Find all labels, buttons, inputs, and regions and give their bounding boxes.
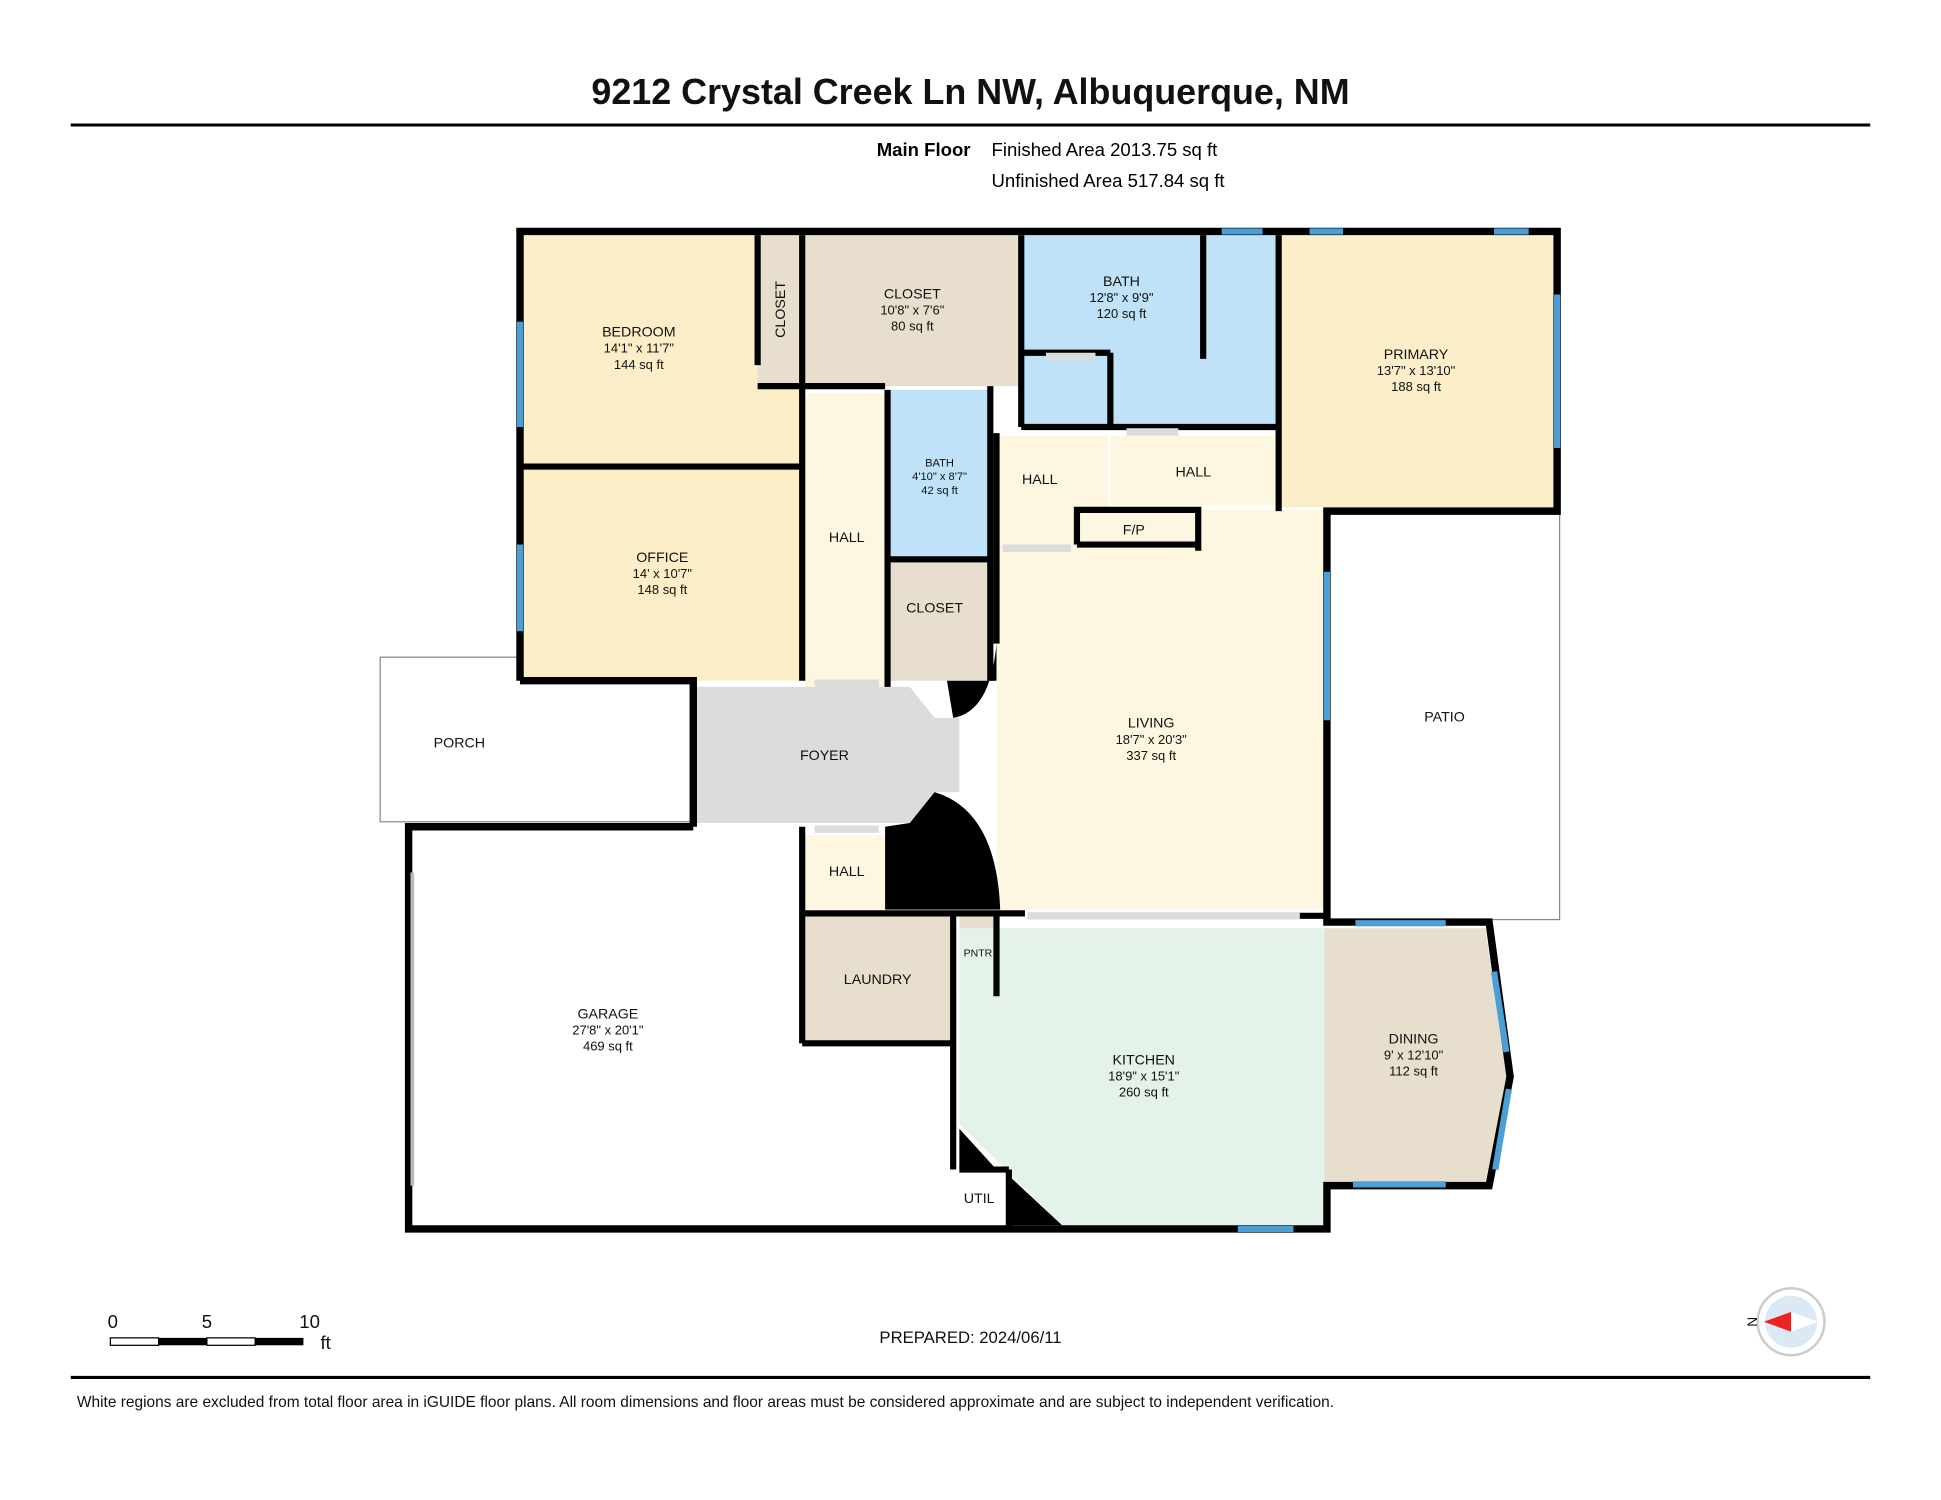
room-kitchen [959,928,1325,1226]
svg-text:27'8" x 20'1": 27'8" x 20'1" [572,1023,644,1038]
label-util: UTIL [964,1191,995,1207]
svg-text:12'8" x 9'9": 12'8" x 9'9" [1089,290,1153,305]
svg-text:9' x 12'10": 9' x 12'10" [1384,1047,1444,1062]
wall-mass [946,643,997,718]
svg-text:10: 10 [299,1311,320,1332]
room-closet-2 [888,563,991,681]
label-porch: PORCH [434,736,485,752]
label-bath-small: BATH 4'10" x 8'7" 42 sq ft [912,458,967,497]
windows [410,228,1561,1233]
label-bath-primary: BATH 12'8" x 9'9" 120 sq ft [1089,274,1153,321]
svg-text:5: 5 [202,1311,212,1332]
label-living: LIVING 18'7" x 20'3" 337 sq ft [1116,716,1188,763]
svg-text:10'8" x 7'6": 10'8" x 7'6" [880,302,944,317]
svg-text:ft: ft [321,1332,332,1353]
room-office [520,466,803,681]
label-patio: PATIO [1424,710,1465,726]
finished-area: Finished Area 2013.75 sq ft [992,139,1219,160]
walls [404,227,1561,1233]
label-closet-2: CLOSET [906,601,963,617]
svg-text:4'10" x 8'7": 4'10" x 8'7" [912,471,967,483]
label-office: OFFICE 14' x 10'7" 148 sq ft [633,550,693,597]
room-primary [1281,235,1554,508]
label-fireplace: F/P [1123,523,1145,539]
wall-mass [1008,1175,1063,1226]
svg-text:188 sq ft: 188 sq ft [1391,379,1441,394]
openings [814,352,1300,920]
svg-text:42 sq ft: 42 sq ft [921,485,958,497]
room-bath-primary [1022,235,1278,427]
label-foyer: FOYER [800,748,849,764]
svg-text:BATH: BATH [925,458,954,470]
svg-text:PRIMARY: PRIMARY [1384,347,1449,363]
room-bedroom-closet [757,235,803,387]
floor-name: Main Floor [877,139,971,160]
room-hall-3 [1110,435,1278,505]
label-hall-4: HALL [829,864,865,880]
svg-text:120 sq ft: 120 sq ft [1097,306,1147,321]
svg-text:260 sq ft: 260 sq ft [1119,1085,1169,1100]
svg-text:14'1" x 11'7": 14'1" x 11'7" [604,341,675,356]
room-laundry [804,913,951,1044]
svg-text:LIVING: LIVING [1128,716,1175,732]
room-bath-small [888,389,991,560]
svg-text:144 sq ft: 144 sq ft [614,357,664,372]
label-garage: GARAGE 27'8" x 20'1" 469 sq ft [572,1007,644,1054]
svg-text:0: 0 [108,1311,118,1332]
svg-text:80 sq ft: 80 sq ft [891,318,934,333]
room-hall-4 [804,835,886,910]
svg-text:N: N [1745,1317,1760,1327]
room-dining [1324,928,1508,1182]
label-hall-3: HALL [1175,464,1211,480]
svg-text:CLOSET: CLOSET [884,286,941,302]
label-hall-1: HALL [829,530,865,546]
label-kitchen: KITCHEN 18'9" x 15'1" 260 sq ft [1108,1052,1180,1099]
room-porch [379,656,693,823]
svg-text:337 sq ft: 337 sq ft [1126,748,1176,763]
label-closet: CLOSET 10'8" x 7'6" 80 sq ft [880,286,944,333]
label-bedroom-closet: CLOSET [773,281,789,338]
label-primary: PRIMARY 13'7" x 13'10" 188 sq ft [1377,347,1456,394]
svg-text:GARAGE: GARAGE [577,1007,638,1023]
room-closet [804,235,1019,387]
room-foyer [693,686,960,824]
svg-text:KITCHEN: KITCHEN [1113,1052,1175,1068]
room-fireplace [1076,509,1199,545]
svg-text:112 sq ft: 112 sq ft [1389,1063,1438,1078]
label-dining: DINING 9' x 12'10" 112 sq ft [1384,1031,1444,1078]
svg-text:13'7" x 13'10": 13'7" x 13'10" [1377,363,1456,378]
wall-mass [885,792,1001,910]
disclaimer: White regions are excluded from total fl… [77,1394,1334,1411]
svg-text:BATH: BATH [1103,274,1140,290]
svg-text:DINING: DINING [1389,1031,1439,1047]
page-title: 9212 Crystal Creek Ln NW, Albuquerque, N… [591,72,1349,112]
room-living [996,509,1325,910]
svg-text:18'9" x 15'1": 18'9" x 15'1" [1108,1068,1180,1083]
label-hall-2: HALL [1022,472,1058,488]
label-pantry: PNTR [964,948,993,960]
prepared-date: PREPARED: 2024/06/11 [879,1328,1061,1347]
svg-text:148 sq ft: 148 sq ft [637,582,687,597]
svg-text:18'7" x 20'3": 18'7" x 20'3" [1116,732,1188,747]
svg-text:BEDROOM: BEDROOM [602,325,675,341]
scale-bar: 0 5 10 ft [108,1311,332,1353]
svg-text:OFFICE: OFFICE [636,550,688,566]
compass-icon: N [1745,1287,1826,1357]
label-bedroom: BEDROOM 14'1" x 11'7" 144 sq ft [602,325,675,372]
room-hall-1 [804,393,886,687]
svg-text:14' x 10'7": 14' x 10'7" [633,566,693,581]
label-laundry: LAUNDRY [844,972,912,988]
svg-text:469 sq ft: 469 sq ft [583,1039,633,1054]
unfinished-area: Unfinished Area 517.84 sq ft [992,170,1226,191]
